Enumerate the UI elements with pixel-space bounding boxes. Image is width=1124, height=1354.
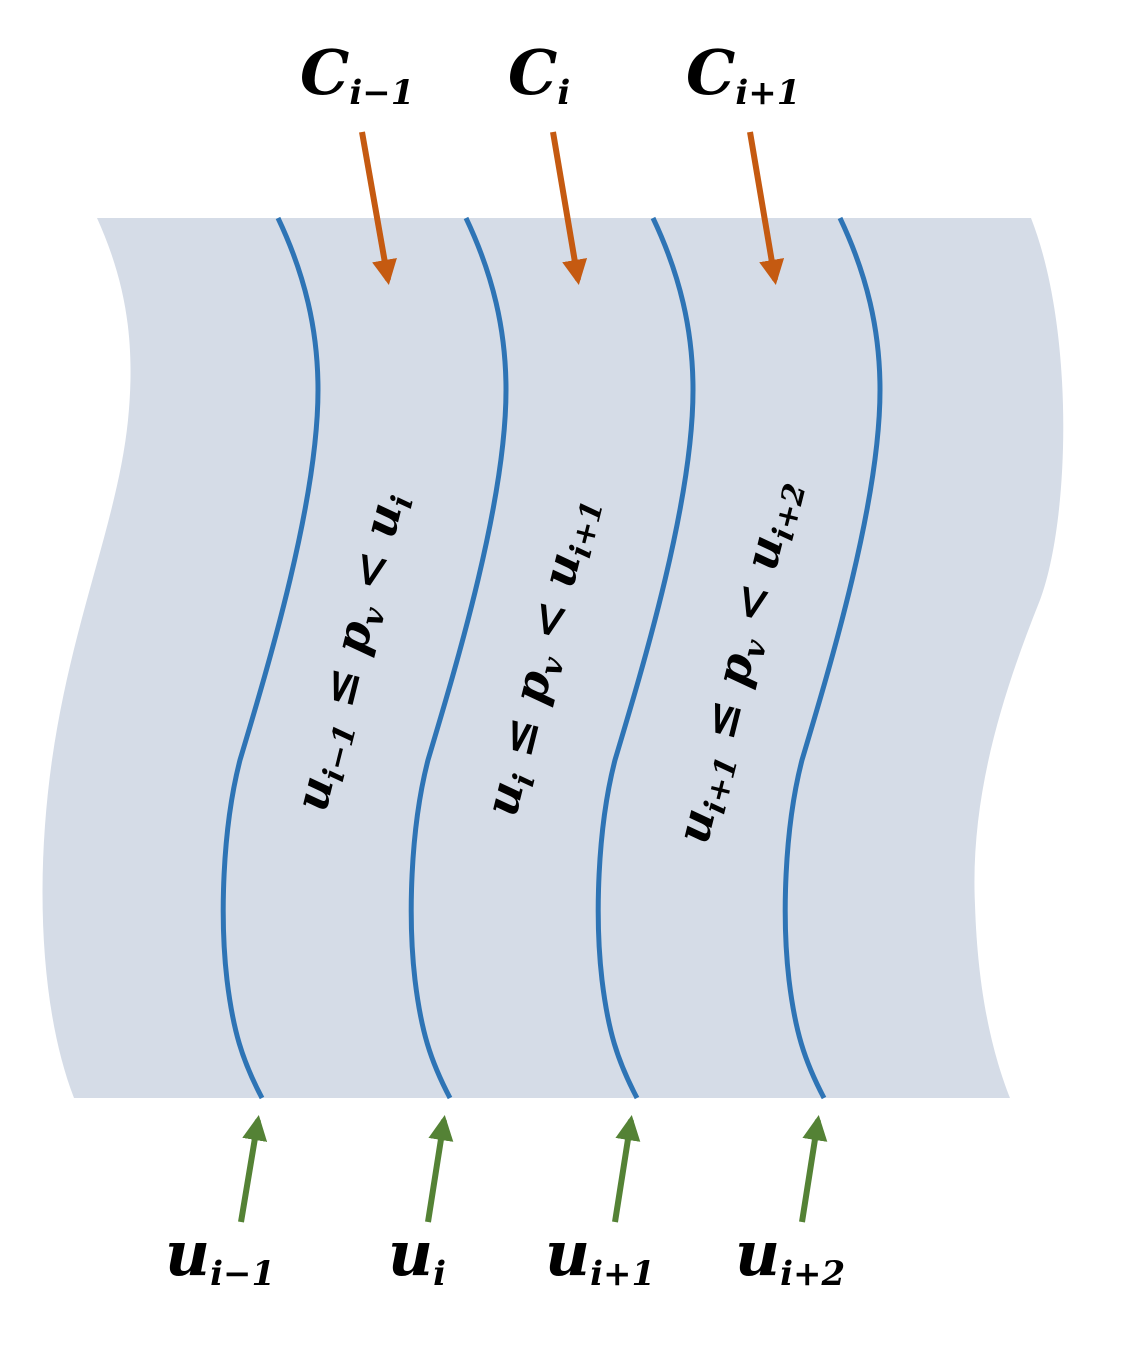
arrow-c-i-plus-1 <box>747 131 785 285</box>
label-u-i: ui <box>388 1217 446 1294</box>
arrow-u-i-minus-1 <box>238 1115 268 1223</box>
label-u-i-plus-2: ui+2 <box>735 1217 845 1294</box>
label-u-i-minus-1: ui−1 <box>165 1217 275 1294</box>
arrow-u-i <box>425 1115 454 1223</box>
boundary-curves <box>220 216 883 1100</box>
arrow-c-i-minus-1 <box>359 131 397 285</box>
bottom-labels: ui−1 ui ui+1 ui+2 <box>165 1217 845 1294</box>
arrow-u-i-plus-2 <box>799 1115 828 1223</box>
boundary-line-u-i-plus-1 <box>595 216 696 1100</box>
label-u-i-plus-1: ui+1 <box>545 1217 655 1294</box>
label-c-i-plus-1: Ci+1 <box>686 36 800 113</box>
arrow-u-i-plus-1 <box>612 1115 641 1223</box>
boundary-line-u-i-minus-1 <box>220 216 321 1100</box>
top-arrows <box>359 131 785 285</box>
bottom-arrows <box>238 1115 828 1223</box>
top-labels: Ci−1 Ci Ci+1 <box>300 36 800 113</box>
label-c-i-minus-1: Ci−1 <box>300 36 414 113</box>
boundary-line-u-i <box>408 216 509 1100</box>
label-c-i: Ci <box>508 36 570 113</box>
strip-region <box>42 218 1064 1098</box>
boundary-line-u-i-plus-2 <box>782 216 883 1100</box>
arrow-c-i <box>550 131 588 285</box>
